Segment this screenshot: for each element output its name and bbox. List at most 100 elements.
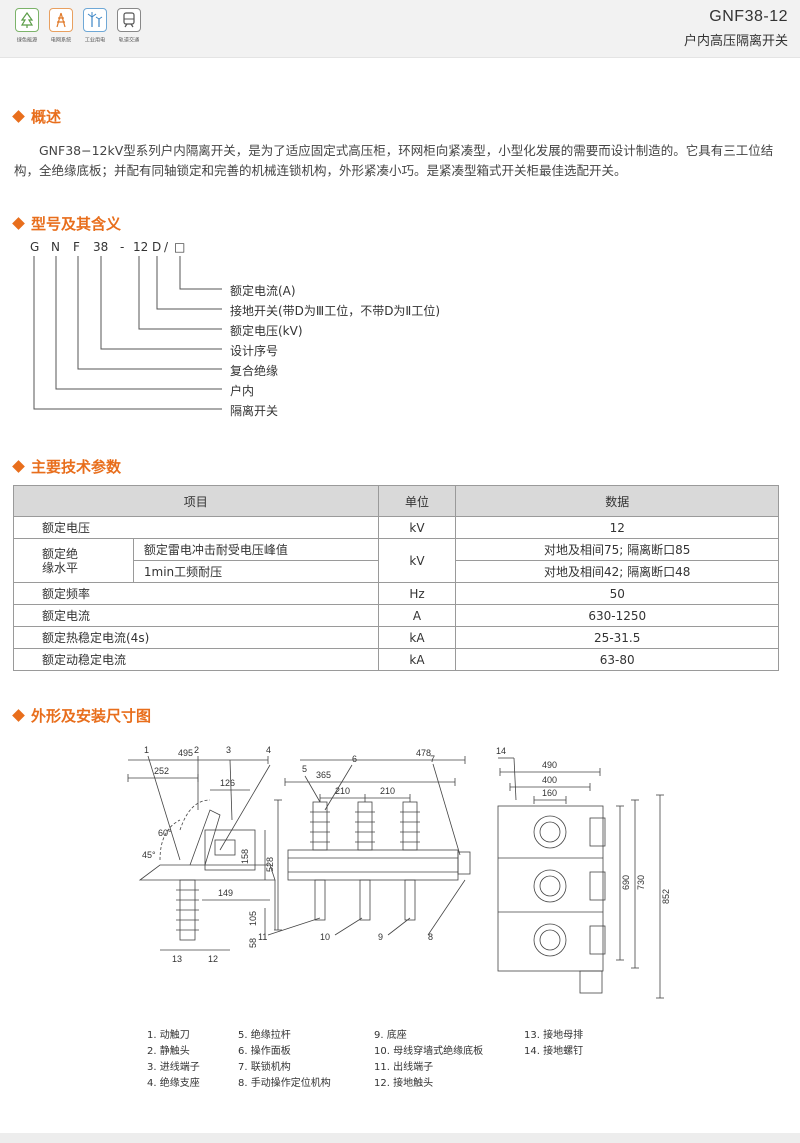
category-power-grid: 电网系统 xyxy=(46,8,76,44)
callout-2: 2 xyxy=(194,745,199,755)
insulation-group-line2: 缘水平 xyxy=(42,560,79,575)
legend-item: 10. 母线穿墙式绝缘底板 xyxy=(374,1046,484,1057)
cell-item: 额定热稳定电流(4s) xyxy=(13,626,379,649)
side-view xyxy=(127,755,276,951)
callout-5: 5 xyxy=(302,764,307,774)
table-row: 额定绝 缘水平 额定雷电冲击耐受电压峰值 kV 对地及相间75; 隔离断口85 xyxy=(13,538,779,583)
dim-252: 252 xyxy=(154,766,169,776)
category-icons: 绿色能源 电网系统 工业用电 轨道交通 xyxy=(12,8,144,44)
code-leader-lines xyxy=(33,256,222,410)
table-row: 1min工频耐压 对地及相间42; 隔离断口48 xyxy=(14,560,779,583)
meaning-design-serial: 设计序号 xyxy=(230,344,279,358)
legend-item: 11. 出线端子 xyxy=(374,1062,434,1073)
industrial-power-icon xyxy=(83,8,107,32)
front-view xyxy=(267,756,471,936)
callout-6: 6 xyxy=(352,754,357,764)
product-subtitle: 户内高压隔离开关 xyxy=(683,34,788,49)
callout-3: 3 xyxy=(226,745,231,755)
dim-45deg: 45° xyxy=(142,850,156,860)
meaning-indoor: 户内 xyxy=(230,384,255,398)
code-char-n: N xyxy=(51,240,60,254)
dim-690: 690 xyxy=(621,875,631,890)
legend-item: 14. 接地螺钉 xyxy=(524,1046,584,1057)
model-meaning-heading: 型号及其含义 xyxy=(12,213,121,234)
footer-bar xyxy=(0,1133,800,1143)
legend-item: 6. 操作面板 xyxy=(238,1046,291,1057)
callout-14: 14 xyxy=(496,746,506,756)
dim-852: 852 xyxy=(661,889,671,904)
cell-value: 12 xyxy=(455,516,779,539)
callout-9: 9 xyxy=(378,932,383,942)
rail-transit-icon xyxy=(117,8,141,32)
cell-unit: A xyxy=(377,604,457,627)
legend-item: 4. 绝缘支座 xyxy=(147,1078,200,1089)
icon-label: 电网系统 xyxy=(50,37,72,44)
cell-value: 50 xyxy=(455,582,779,605)
code-char-12: 12 xyxy=(133,240,149,254)
section-title: 主要技术参数 xyxy=(31,458,122,476)
legend-col-1: 1. 动触刀 2. 静触头 3. 进线端子 4. 绝缘支座 xyxy=(147,1028,200,1092)
meaning-earthing-switch: 接地开关(带D为Ⅲ工位，不带D为Ⅱ工位) xyxy=(230,304,441,318)
dim-495: 495 xyxy=(178,748,193,758)
cell-insulation-group: 额定绝 缘水平 xyxy=(13,538,134,583)
cell-item: 额定雷电冲击耐受电压峰值 xyxy=(132,538,379,561)
legend-col-2: 5. 绝缘拉杆 6. 操作面板 7. 联锁机构 8. 手动操作定位机构 xyxy=(238,1028,331,1092)
cell-item: 额定电压 xyxy=(13,516,379,539)
callout-13: 13 xyxy=(172,954,182,964)
green-energy-icon xyxy=(15,8,39,32)
dim-126: 126 xyxy=(220,778,235,788)
code-char-g: G xyxy=(30,240,40,254)
table-header-row: 项目 单位 数据 xyxy=(13,485,779,517)
legend-item: 9. 底座 xyxy=(374,1030,407,1041)
icon-label: 轨道交通 xyxy=(118,37,140,44)
diamond-bullet-icon xyxy=(12,460,25,473)
cell-value: 对地及相间42; 隔离断口48 xyxy=(455,560,779,583)
dim-105: 105 xyxy=(248,911,258,926)
dim-730: 730 xyxy=(636,875,646,890)
cell-unit: kA xyxy=(377,626,457,649)
overview-heading: 概述 xyxy=(12,106,61,127)
legend-item: 1. 动触刀 xyxy=(147,1030,190,1041)
dim-478: 478 xyxy=(416,748,431,758)
cell-item: 1min工频耐压 xyxy=(132,560,379,583)
icon-label: 工业用电 xyxy=(84,37,106,44)
legend-item: 12. 接地触头 xyxy=(374,1078,434,1089)
table-row: 额定热稳定电流(4s) kA 25-31.5 xyxy=(13,626,779,649)
dim-400: 400 xyxy=(542,775,557,785)
icon-label: 绿色能源 xyxy=(16,37,38,44)
legend-item: 13. 接地母排 xyxy=(524,1030,584,1041)
legend-item: 7. 联锁机构 xyxy=(238,1062,291,1073)
top-view xyxy=(497,757,664,999)
legend-col-3: 9. 底座 10. 母线穿墙式绝缘底板 11. 出线端子 12. 接地触头 xyxy=(374,1028,483,1092)
dim-149: 149 xyxy=(218,888,233,898)
model-title: GNF38-12 xyxy=(709,8,788,25)
header-item: 项目 xyxy=(13,485,379,517)
callout-1: 1 xyxy=(144,745,149,755)
cell-unit: kV xyxy=(377,516,457,539)
legend-col-4: 13. 接地母排 14. 接地螺钉 xyxy=(524,1028,583,1060)
cell-item: 额定动稳定电流 xyxy=(13,648,379,671)
callout-10: 10 xyxy=(320,932,330,942)
overview-text: GNF38−12kV型系列户内隔离开关，是为了适应固定式高压柜，环网柜向紧凑型，… xyxy=(14,143,774,178)
legend-item: 2. 静触头 xyxy=(147,1046,190,1057)
dim-365: 365 xyxy=(316,770,331,780)
insulation-group-line1: 额定绝 xyxy=(42,546,79,561)
code-char-box: □ xyxy=(174,240,186,254)
page-header: 绿色能源 电网系统 工业用电 轨道交通 GNF38-12 户内高压隔离开关 xyxy=(0,0,800,58)
callout-7: 7 xyxy=(430,754,435,764)
callout-8: 8 xyxy=(428,932,433,942)
dimensions-heading: 外形及安装尺寸图 xyxy=(12,705,151,726)
dim-528: 528 xyxy=(265,857,275,872)
code-char-slash: / xyxy=(164,240,169,254)
header-title-block: GNF38-12 户内高压隔离开关 xyxy=(684,8,788,49)
legend-item: 3. 进线端子 xyxy=(147,1062,200,1073)
meaning-isolating-switch: 隔离开关 xyxy=(230,404,279,418)
table-row: 额定频率 Hz 50 xyxy=(13,582,779,605)
category-rail-transit: 轨道交通 xyxy=(114,8,144,44)
cell-unit: Hz xyxy=(377,582,457,605)
category-industrial-power: 工业用电 xyxy=(80,8,110,44)
dim-210-b: 210 xyxy=(380,786,395,796)
table-row: 额定电压 kV 12 xyxy=(13,516,779,539)
dimension-drawing: 252 495 126 60° 45° 158 149 105 58 365 2… xyxy=(127,745,671,999)
cell-unit: kV xyxy=(377,538,457,583)
